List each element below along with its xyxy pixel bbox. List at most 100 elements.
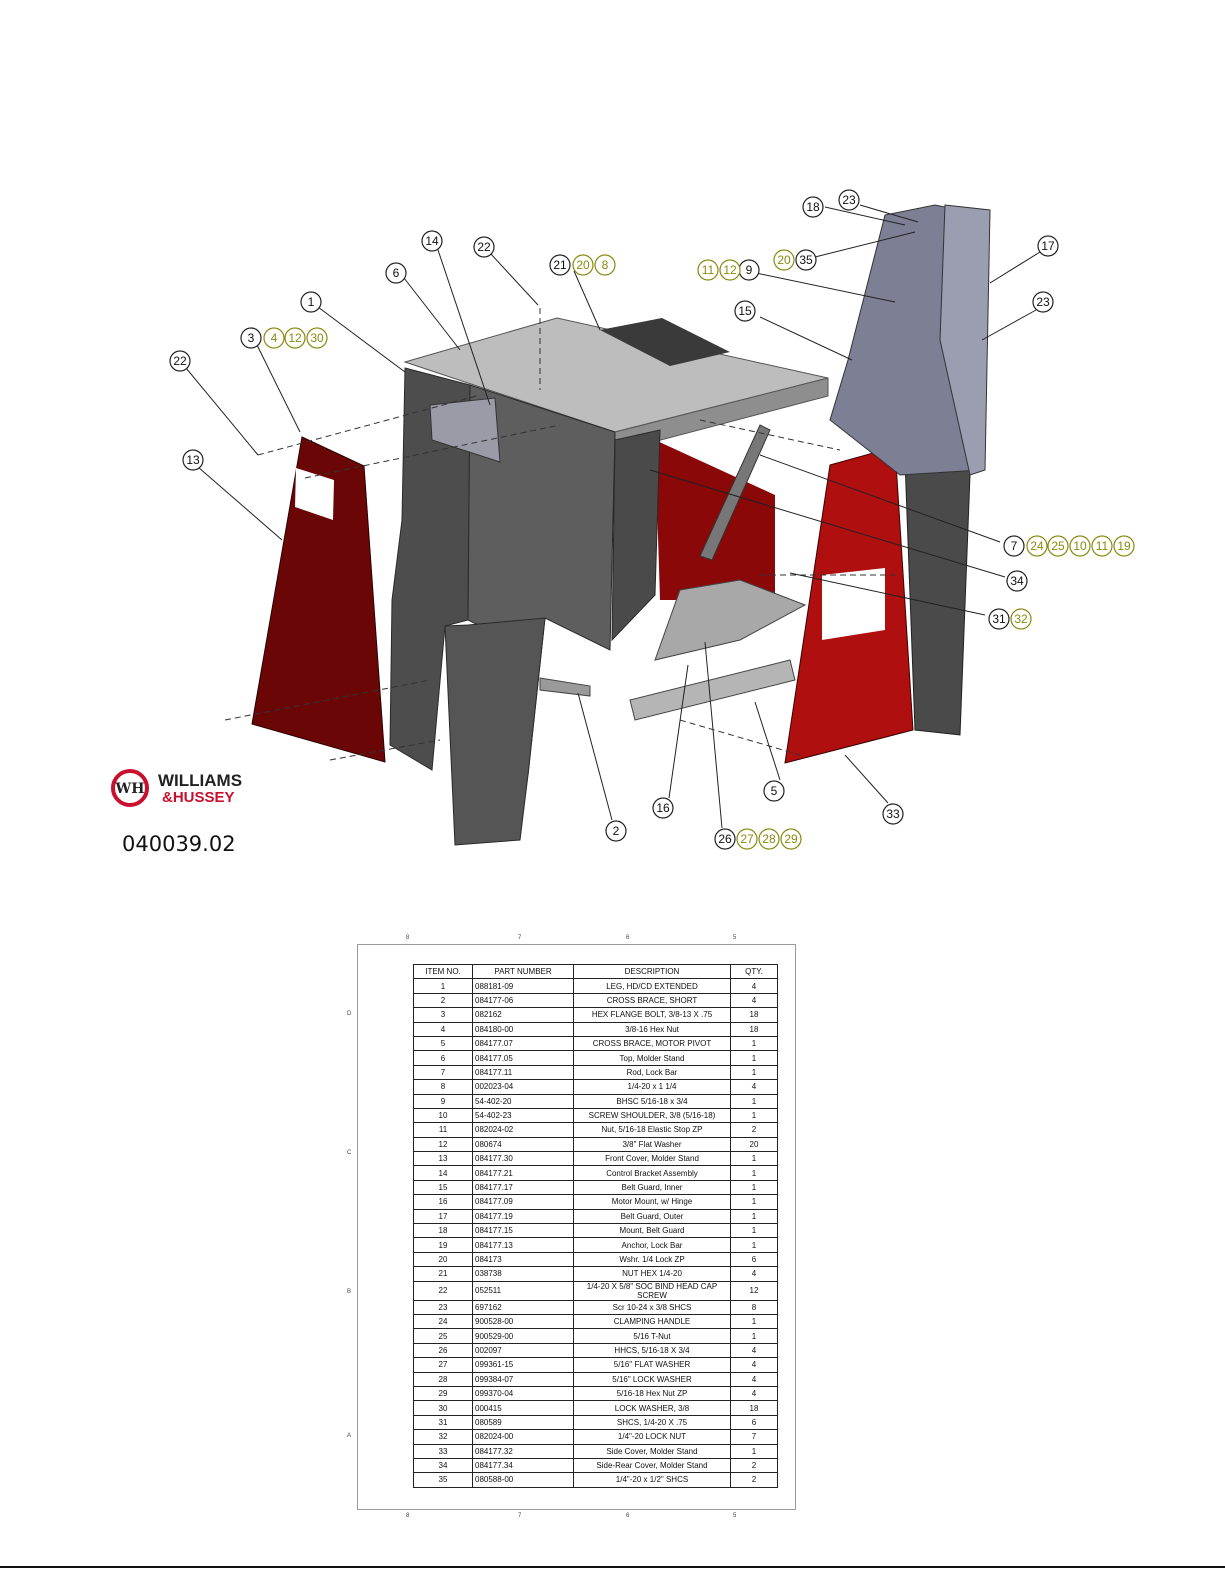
williams-hussey-logo: WH WILLIAMS &HUSSEY [110,768,310,808]
bom-cell-description: Anchor, Lock Bar [573,1237,731,1253]
bom-cell-description: Top, Molder Stand [573,1050,731,1066]
bom-cell-item-no: 14 [413,1165,473,1181]
bom-cell-qty: 1 [730,1223,778,1239]
bom-header-item: ITEM NO. [413,963,473,980]
callout-circle [795,249,817,271]
callout-label: 25 [1051,539,1065,553]
callout-circle [263,327,285,349]
callout-label: 21 [553,258,567,272]
drawing-number: 040039.02 [122,832,236,856]
front-cover-window [295,468,334,520]
zone-left-a: A [347,1433,352,1439]
bom-cell-part-number: 002097 [472,1342,574,1359]
zone-top-6: 6 [626,935,630,941]
side-cover-window [822,568,885,640]
bom-cell-qty: 4 [730,992,778,1009]
callout-balloon: 13 [182,449,204,471]
bom-cell-description: Belt Guard, Outer [573,1208,731,1225]
motor-mount [654,579,807,661]
callout-balloon: 23 [838,189,860,211]
bom-cell-qty: 1 [730,1313,778,1330]
bom-cell-qty: 18 [730,1400,778,1416]
callout-balloon: 12 [284,327,306,349]
callout-label: 1 [308,295,315,309]
bom-cell-item-no: 35 [413,1472,473,1488]
callout-label: 6 [393,266,400,280]
bom-cell-description: HHCS, 5/16-18 X 3/4 [573,1342,731,1359]
callout-circle [1037,235,1059,257]
bom-cell-part-number: 099370-04 [472,1385,574,1402]
callout-circle [169,350,191,372]
bom-cell-description: CROSS BRACE, MOTOR PIVOT [573,1035,731,1052]
bom-cell-item-no: 33 [413,1443,473,1459]
callout-balloon: 30 [306,327,328,349]
callout-label: 11 [1096,539,1109,553]
bom-cell-description: LOCK WASHER, 3/8 [573,1400,731,1416]
bom-cell-description: HEX FLANGE BOLT, 3/8-13 X .75 [573,1007,731,1023]
bom-cell-item-no: 26 [413,1342,473,1359]
callout-circle [473,236,495,258]
bom-cell-item-no: 15 [413,1179,473,1196]
callout-label: 3 [248,331,255,345]
bom-cell-qty: 6 [730,1414,778,1431]
callout-balloon: 20 [572,254,594,276]
callout-circle [773,249,795,271]
bom-cell-item-no: 21 [413,1266,473,1282]
bom-cell-item-no: 4 [413,1021,473,1037]
callout-balloon: 22 [169,350,191,372]
bom-cell-item-no: 31 [413,1414,473,1431]
bom-cell-qty: 1 [730,1443,778,1459]
bom-header-part: PART NUMBER [472,963,574,980]
callout-balloon: 23 [1032,291,1054,313]
bom-cell-part-number: 099361-15 [472,1357,574,1373]
bom-cell-part-number: 084177.17 [472,1179,574,1196]
callout-balloon: 33 [882,803,904,825]
bom-cell-description: 5/16 T-Nut [573,1328,731,1344]
bom-cell-part-number: 084177.09 [472,1194,574,1210]
bom-cell-part-number: 900528-00 [472,1313,574,1330]
callout-balloon: 7 [1003,535,1025,557]
bom-cell-qty: 12 [730,1280,778,1301]
bom-cell-item-no: 30 [413,1400,473,1416]
bom-cell-item-no: 11 [413,1122,473,1138]
callout-label: 22 [173,354,187,368]
bom-cell-item-no: 5 [413,1035,473,1052]
bom-cell-description: Motor Mount, w/ Hinge [573,1194,731,1210]
bom-cell-qty: 1 [730,1237,778,1253]
bom-cell-part-number: 084177.34 [472,1457,574,1474]
zone-bottom-7: 7 [518,1513,522,1519]
inner-red-panel-right [655,440,775,600]
bom-cell-qty: 2 [730,1122,778,1138]
callout-balloon: 22 [473,236,495,258]
callout-label: 33 [886,807,900,821]
bom-cell-part-number: 084180-00 [472,1021,574,1037]
bom-cell-part-number: 080674 [472,1136,574,1153]
bom-cell-item-no: 6 [413,1050,473,1066]
callout-circle [385,262,407,284]
leg-front-center [444,617,546,846]
callout-label: 16 [656,801,670,815]
callout-balloon: 3 [240,327,262,349]
callout-circle [182,449,204,471]
bom-cell-qty: 4 [730,1266,778,1282]
bom-cell-part-number: 54-402-20 [472,1093,574,1109]
callout-label: 4 [271,331,278,345]
bom-cell-description: Wshr. 1/4 Lock ZP [573,1251,731,1268]
bom-cell-item-no: 28 [413,1371,473,1387]
callout-label: 24 [1030,539,1044,553]
zone-left-c: C [347,1150,352,1156]
bom-cell-qty: 1 [730,1151,778,1167]
callout-label: 22 [477,240,491,254]
callout-circle [1026,535,1048,557]
